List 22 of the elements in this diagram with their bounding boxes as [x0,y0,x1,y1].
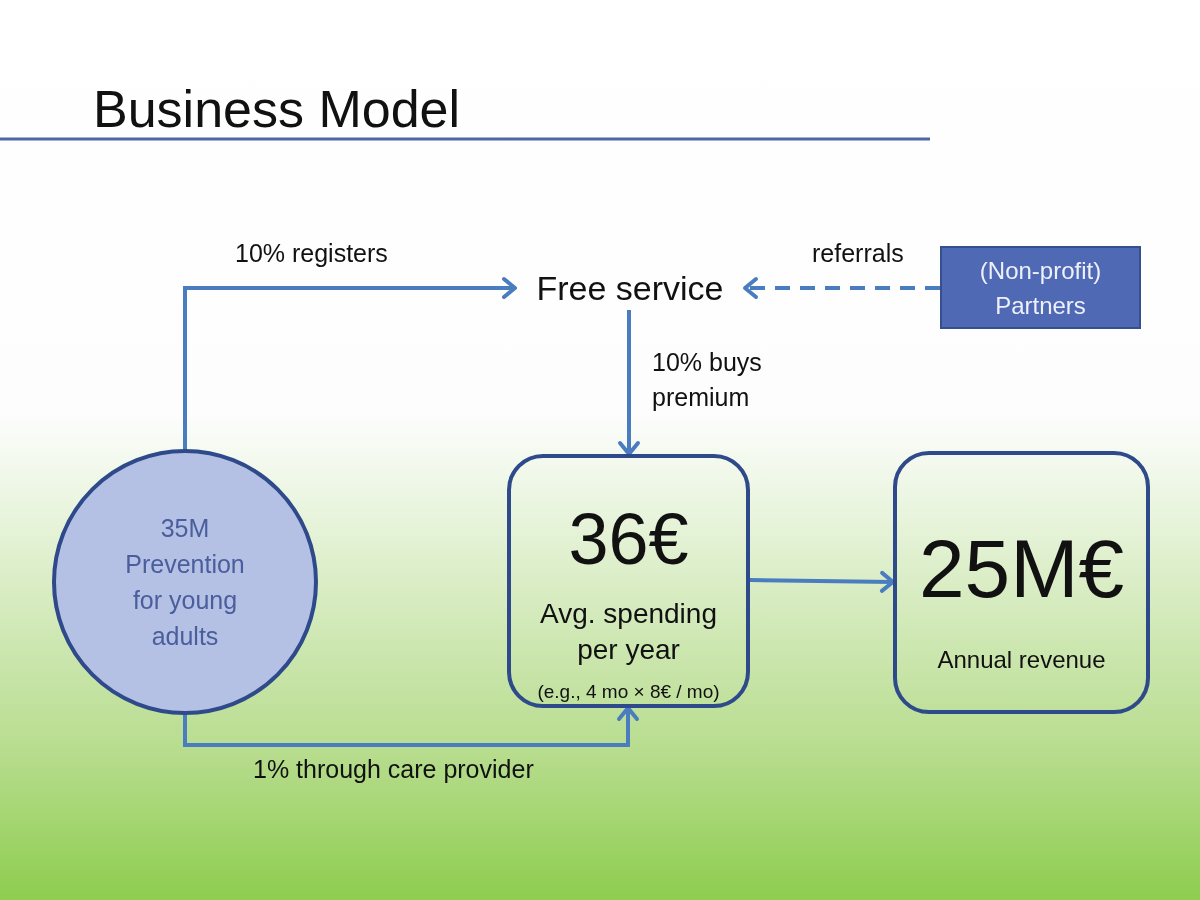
slide-title: Business Model [93,79,461,139]
segment-label: Prevention for young adults [124,549,246,652]
metric-value: 25M€ [918,528,1125,610]
edge-label: 10% buys premium [652,347,763,413]
connector-arrow [749,570,895,593]
connector-arrow [183,277,517,449]
metric-value: 36€ [568,500,689,579]
metric-label: Avg. spending per year [539,597,718,667]
service-label: Free service [515,266,745,310]
metric-card [507,454,750,708]
metric-label: Annual revenue [937,645,1106,675]
metric-card [893,451,1150,714]
partner-box [940,246,1141,329]
edge-label: referrals [812,238,904,269]
connector-arrow [183,706,639,747]
box-label: (Non-profit) Partners [978,255,1103,321]
dashed-arrow [743,277,940,299]
edge-label: 10% registers [235,238,388,269]
figure-value: 35M [160,513,210,544]
edge-label: 1% through care provider [253,754,534,785]
example-note: (e.g., 4 mo × 8€ / mo) [537,680,720,703]
connector-arrow [618,310,640,456]
